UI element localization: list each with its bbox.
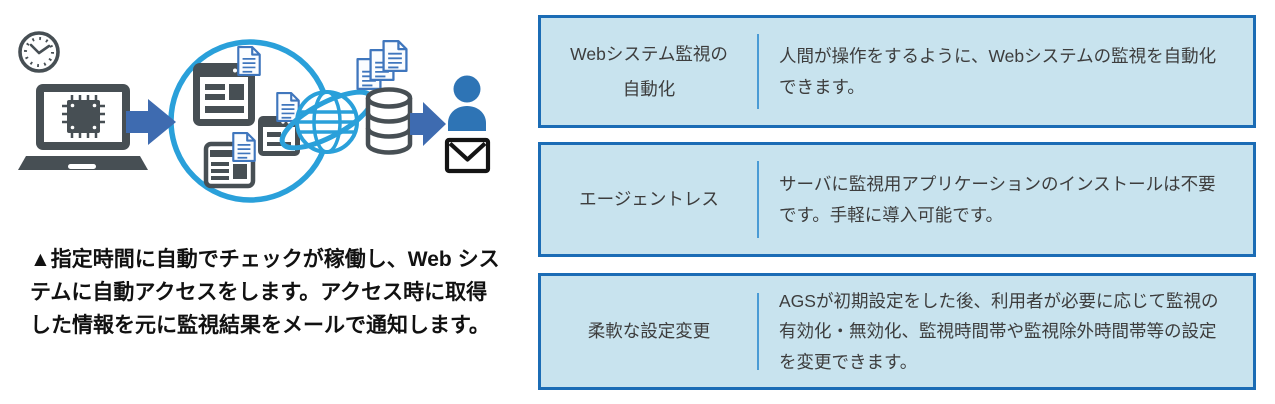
document-icon [382,40,408,72]
email-icon [444,137,491,174]
feature-box-web-monitoring-automation: Webシステム監視の 自動化 人間が操作をするように、Webシステムの監視を自動… [538,15,1256,128]
illustration-caption: ▲指定時間に自動でチェックが稼働し、Web システムに自動アクセスをします。アク… [30,248,500,337]
document-icon [237,46,261,76]
arrow-right-icon [410,102,446,146]
feature-divider [757,34,759,109]
feature-description: 人間が操作をするように、Webシステムの監視を自動化できます。 [779,45,1217,97]
laptop-icon [18,84,148,170]
feature-divider [757,161,759,238]
feature-box-flexible-settings: 柔軟な設定変更 AGSが初期設定をした後、利用者が必要に応じて監視の有効化・無効… [538,273,1256,390]
arrow-right-icon [126,99,176,145]
feature-divider [757,292,759,371]
feature-description: サーバに監視用アプリケーションのインストールは不要です。手軽に導入可能です。 [779,173,1216,225]
feature-label: 柔軟な設定変更 [587,321,711,341]
monitoring-flow-illustration [18,31,491,203]
document-icon [232,132,256,162]
feature-description: AGSが初期設定をした後、利用者が必要に応じて監視の有効化・無効化、監視時間帯や… [779,290,1219,372]
feature-box-agentless: エージェントレス サーバに監視用アプリケーションのインストールは不要です。手軽に… [538,142,1256,257]
user-icon [448,75,486,131]
clock-icon [18,31,60,73]
database-icon [365,87,413,155]
feature-label: Webシステム監視の 自動化 [570,43,728,99]
browser-window-icon [193,63,255,126]
feature-label: エージェントレス [579,189,719,209]
cpu-chip-icon [62,95,105,138]
